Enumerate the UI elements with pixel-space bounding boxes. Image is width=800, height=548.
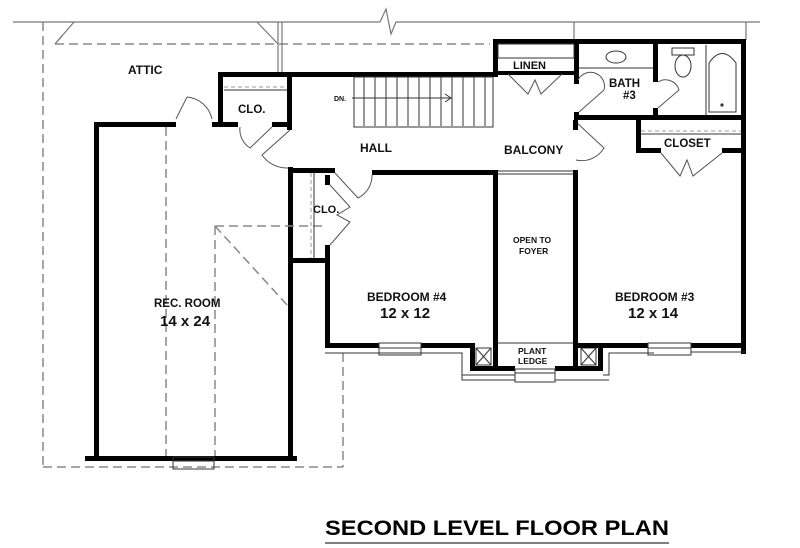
bedroom3-closet-walls (636, 120, 746, 177)
bath-label: BATH (609, 78, 640, 90)
plant-ledge-label-1: PLANT (518, 346, 547, 356)
open-foyer-label-1: OPEN TO (513, 235, 551, 245)
linen-bath-walls (493, 39, 746, 354)
bedroom3-size: 12 x 14 (628, 305, 679, 322)
stair-down-label: DN. (334, 96, 346, 103)
attic-label: ATTIC (128, 63, 163, 77)
plant-ledge-label-2: LEDGE (518, 356, 548, 366)
rec-room-label: REC. ROOM (154, 298, 220, 310)
linen-label: LINEN (513, 60, 546, 72)
bedroom3-label: BEDROOM #3 (615, 290, 695, 304)
bed3-closet-label: CLOSET (664, 138, 711, 150)
bedroom3-walls (573, 120, 746, 356)
open-foyer-label-2: FOYER (519, 246, 548, 256)
open-foyer-walls (461, 170, 654, 383)
bedroom4-label: BEDROOM #4 (367, 290, 447, 304)
roof-outline (13, 7, 760, 468)
hall-label: HALL (360, 141, 392, 155)
balcony-label: BALCONY (504, 143, 563, 157)
bath-number-label: #3 (623, 90, 636, 102)
lower-closet-label: CLO. (313, 204, 339, 216)
rec-room-size: 14 x 24 (160, 313, 211, 330)
upper-closet-walls (218, 72, 498, 169)
bedroom4-walls (288, 168, 515, 376)
upper-closet-label: CLO. (238, 104, 265, 116)
staircase[interactable] (352, 76, 494, 128)
plan-title: SECOND LEVEL FLOOR PLAN (325, 517, 669, 540)
rec-room-walls (85, 96, 325, 470)
bedroom4-size: 12 x 12 (380, 305, 430, 322)
balcony-door[interactable] (575, 121, 605, 162)
